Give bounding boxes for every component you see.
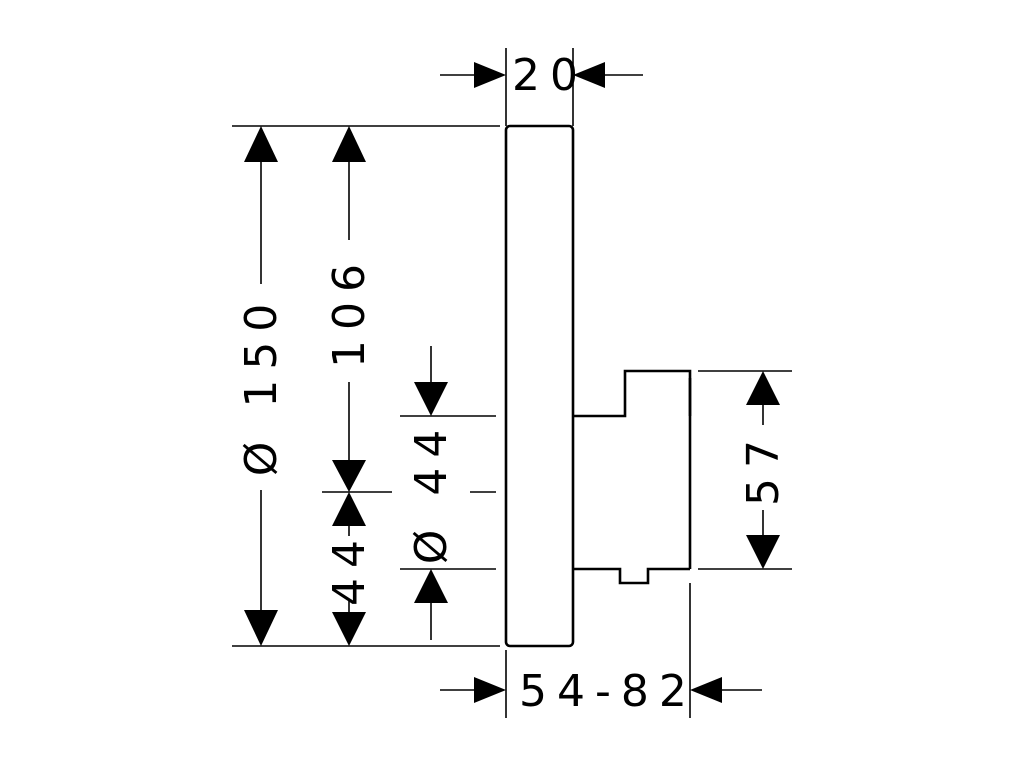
- label-overall-height: Ø 150: [236, 294, 287, 477]
- label-center-diameter: Ø 44: [406, 420, 457, 565]
- label-depth-range: 54-82: [519, 666, 697, 717]
- valve-body: [573, 369, 692, 585]
- dimension-lower-height: 44: [324, 492, 375, 646]
- label-lower-height: 44: [324, 530, 375, 606]
- label-width-top: 20: [512, 50, 588, 101]
- dimension-width-top: 20: [440, 50, 643, 101]
- dimension-upper-height: 106: [324, 126, 375, 492]
- dimension-depth-range: 54-82: [440, 666, 762, 717]
- label-upper-height: 106: [324, 254, 375, 368]
- dimension-overall-height: Ø 150: [236, 126, 287, 646]
- dimension-center-diameter: Ø 44: [406, 346, 457, 640]
- extension-lines: [232, 48, 792, 718]
- dimension-body-height: 57: [738, 371, 789, 569]
- cover-plate: [504, 124, 575, 648]
- label-body-height: 57: [738, 430, 789, 506]
